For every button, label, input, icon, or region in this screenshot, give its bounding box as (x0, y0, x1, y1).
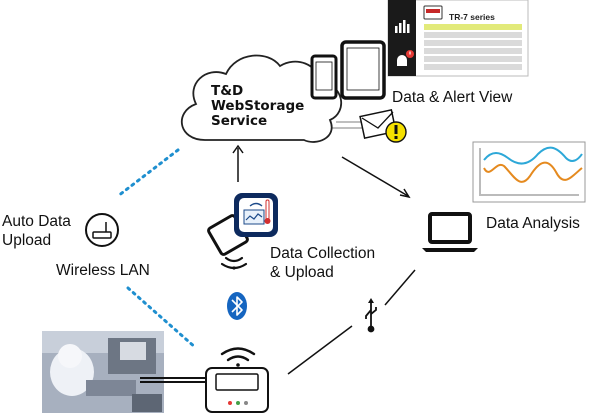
smartphone-icon (310, 54, 338, 100)
usb-line-b (287, 325, 353, 375)
label-auto-upload-1: Auto Data (2, 213, 71, 230)
cloud-service-name: T&D WebStorage Service (211, 84, 304, 129)
label-collection-2: & Upload (270, 264, 334, 281)
cleanroom-photo (42, 331, 164, 413)
cloud-line-3: Service (211, 113, 268, 129)
tablet-icon (340, 40, 386, 100)
laptop-icon (422, 212, 478, 252)
alert-icon (385, 121, 407, 143)
usb-line-a (384, 269, 416, 306)
chart-icon (472, 141, 586, 203)
label-auto-upload-2: Upload (2, 232, 52, 249)
wifi-icon (220, 256, 248, 270)
usb-icon (365, 298, 377, 333)
cloud-line-2: WebStorage (211, 98, 305, 114)
alert-view-panel (387, 0, 529, 77)
arrow-head-laptop (399, 188, 411, 199)
panel-title: TR-7 series (449, 12, 495, 22)
cloud-line-1: T&D (211, 83, 244, 99)
dotted-link-logger (126, 286, 198, 350)
cloud-icon (180, 54, 343, 143)
label-wireless-lan: Wireless LAN (56, 262, 150, 279)
arrow-cloud-to-laptop (341, 156, 409, 197)
collection-device (207, 193, 278, 256)
router-icon (85, 213, 119, 247)
wifi-logger-icon (220, 347, 256, 367)
siren-icon (397, 50, 414, 66)
bar-chart-icon (395, 20, 410, 33)
bluetooth-icon (227, 292, 247, 320)
label-alert-view: Data & Alert View (392, 89, 513, 106)
label-collection-1: Data Collection (270, 245, 376, 262)
data-logger-icon (205, 367, 269, 413)
connections (116, 121, 416, 375)
label-data-analysis: Data Analysis (486, 215, 580, 232)
thermometer-icon (264, 199, 271, 224)
dotted-link-cloud (116, 148, 180, 198)
arrow-head-up (232, 144, 244, 154)
